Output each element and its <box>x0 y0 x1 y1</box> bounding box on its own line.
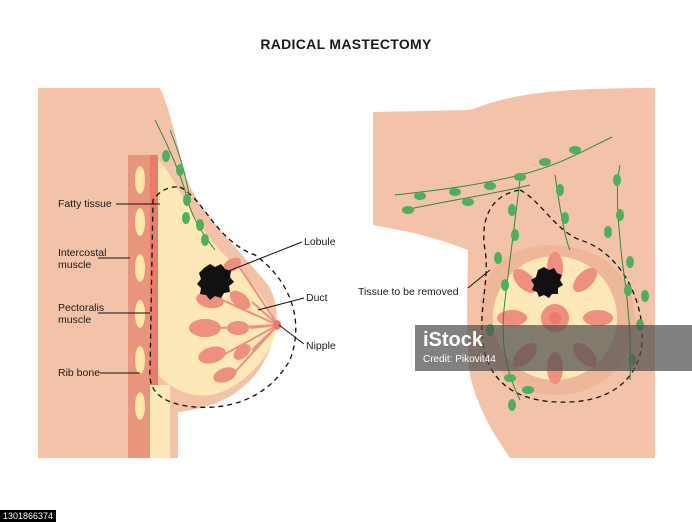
nipple-front <box>549 312 561 324</box>
leader-tissue-removed <box>467 269 491 289</box>
lymph-chain-side <box>154 119 216 251</box>
label-intercostal-muscle: Intercostal muscle <box>58 247 107 271</box>
tumor-front <box>531 267 563 298</box>
side-view <box>38 88 305 458</box>
nipple <box>273 320 281 330</box>
watermark-logo: iStock <box>423 329 484 351</box>
tumor <box>197 264 234 300</box>
leader-lines-left <box>98 203 305 374</box>
lymph-nodes-side <box>162 150 209 246</box>
label-lobule: Lobule <box>304 236 336 248</box>
label-nipple: Nipple <box>306 340 336 352</box>
label-tissue-to-be-removed: Tissue to be removed <box>358 286 459 298</box>
label-pectoralis-muscle: Pectoralis muscle <box>58 302 105 326</box>
pectoralis-muscle <box>150 155 158 458</box>
fatty-tissue-lower <box>150 385 170 458</box>
stock-id: 1301866374 <box>0 510 57 522</box>
front-view <box>373 88 655 458</box>
diagram-title: RADICAL MASTECTOMY <box>260 36 432 52</box>
watermark-banner: iStock Credit: Pikovit44 <box>415 325 692 371</box>
ducts <box>219 267 279 373</box>
removal-outline-side <box>149 186 297 409</box>
rib-bones <box>135 166 145 420</box>
label-fatty-tissue: Fatty tissue <box>58 198 112 210</box>
watermark-credit: Credit: Pikovit44 <box>423 354 496 365</box>
label-rib-bone: Rib bone <box>58 367 101 379</box>
removal-outline-front <box>481 189 643 403</box>
label-duct: Duct <box>306 292 328 304</box>
